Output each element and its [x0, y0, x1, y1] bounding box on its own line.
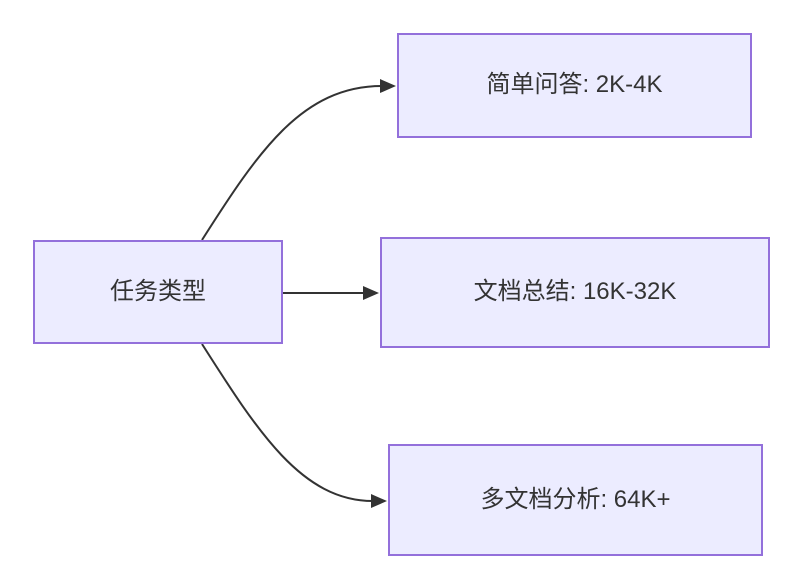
node-multi-doc-analysis: 多文档分析: 64K+: [388, 444, 763, 556]
edge-root-to-multi-doc: [201, 343, 387, 508]
node-multi-doc-analysis-label: 多文档分析: 64K+: [480, 485, 671, 513]
node-doc-summary-label: 文档总结: 16K-32K: [473, 278, 677, 306]
node-simple-qa-label: 简单问答: 2K-4K: [486, 71, 663, 99]
node-doc-summary: 文档总结: 16K-32K: [380, 237, 770, 348]
node-task-type-label: 任务类型: [110, 277, 206, 305]
node-simple-qa: 简单问答: 2K-4K: [397, 33, 752, 138]
node-task-type: 任务类型: [33, 240, 283, 344]
edge-root-to-simple-qa: [201, 79, 396, 241]
